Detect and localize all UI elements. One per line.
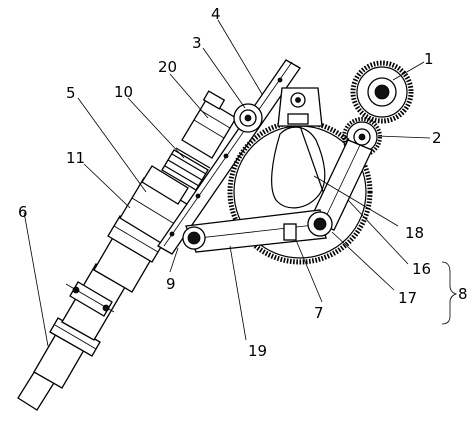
connecting-bar-19 [185, 209, 327, 253]
part-labels: 1 2 3 4 20 10 5 11 6 9 7 19 18 16 17 8 [18, 5, 468, 360]
label-2: 2 [432, 129, 442, 147]
label-4: 4 [211, 5, 221, 23]
pivot-17 [307, 211, 333, 237]
label-8: 8 [458, 285, 468, 303]
pulley-3 [233, 103, 263, 133]
link-arm-16 [309, 139, 373, 231]
leader-lines [23, 19, 458, 347]
pivot-9 [182, 226, 206, 250]
gear-stack-teeth [164, 147, 211, 187]
label-7: 7 [314, 304, 324, 322]
label-16: 16 [412, 260, 431, 278]
label-1: 1 [424, 50, 434, 68]
inner-cam [271, 126, 326, 209]
label-5: 5 [66, 84, 76, 102]
label-19: 19 [248, 342, 267, 360]
label-11: 11 [66, 149, 85, 167]
label-3: 3 [192, 34, 202, 52]
label-9: 9 [166, 275, 176, 293]
label-20: 20 [158, 58, 177, 76]
label-6: 6 [18, 203, 28, 221]
shaft-assembly [17, 90, 237, 411]
label-17: 17 [398, 289, 417, 307]
top-bracket [277, 87, 323, 127]
gear-1 [350, 60, 414, 124]
label-10: 10 [114, 83, 133, 101]
label-18: 18 [405, 224, 424, 242]
